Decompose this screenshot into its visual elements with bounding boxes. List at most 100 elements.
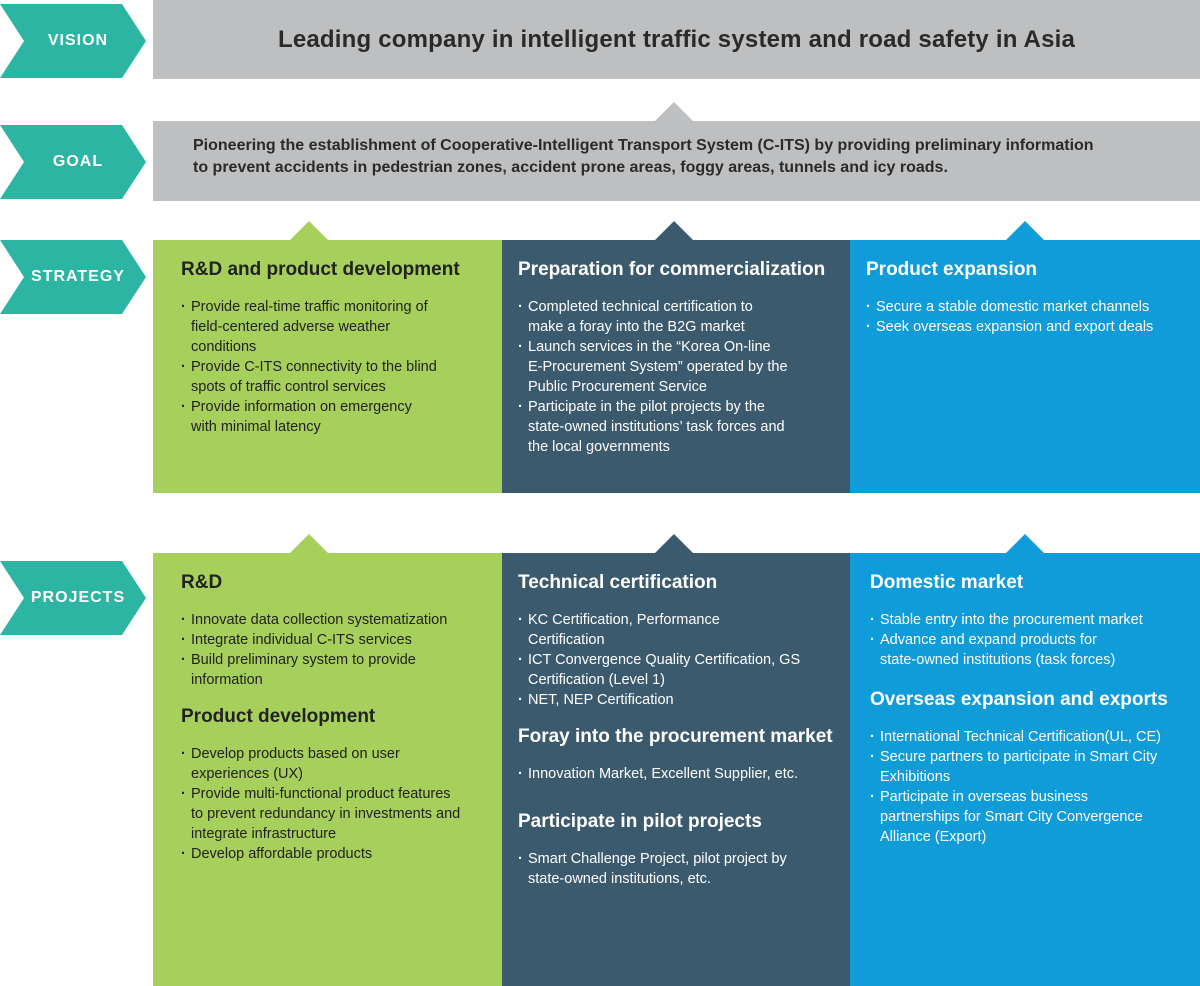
bullet-line: Innovation Market, Excellent Supplier, e… bbox=[528, 766, 799, 782]
bullet-line: state-owned institutions, etc. bbox=[528, 871, 711, 887]
bullet-item: Provide information on emergency with min… bbox=[181, 397, 486, 437]
bullet-item: Provide multi-functional product feature… bbox=[181, 784, 490, 844]
bullet-line: KC Certification, Performance bbox=[528, 612, 720, 628]
strategy-panel-commercialization: Preparation for commercializationComplet… bbox=[502, 240, 850, 493]
bullet-item: Develop affordable products bbox=[181, 844, 490, 864]
bullet-item: Innovate data collection systematization bbox=[181, 610, 490, 630]
bullet-line: Provide information on emergency bbox=[191, 399, 412, 415]
projects-pointer-blue bbox=[1006, 534, 1044, 553]
bullet-line: Develop affordable products bbox=[191, 846, 373, 862]
bullet-line: Develop products based on user bbox=[191, 746, 400, 762]
goal-line-1: Pioneering the establishment of Cooperat… bbox=[193, 137, 1094, 154]
bullet-item: Launch services in the “Korea On-lineE-P… bbox=[518, 337, 840, 397]
bullet-list: Completed technical certification to make… bbox=[518, 297, 840, 457]
bullet-item: Provide C-ITS connectivity to the blind s… bbox=[181, 357, 486, 397]
bullet-line: Seek overseas expansion and export deals bbox=[876, 319, 1154, 335]
strategy-pointer-slate bbox=[655, 221, 693, 240]
goal-statement: Pioneering the establishment of Cooperat… bbox=[153, 121, 1200, 179]
strategy-pointer-green bbox=[290, 221, 328, 240]
bullet-list: Smart Challenge Project, pilot project b… bbox=[518, 849, 840, 889]
bullet-line: state-owned institutions (task forces) bbox=[880, 652, 1116, 668]
bullet-line: Secure a stable domestic market channels bbox=[876, 299, 1150, 315]
strategy-label: STRATEGY bbox=[0, 240, 146, 314]
bullet-line: International Technical Certification(UL… bbox=[880, 729, 1162, 745]
bullet-line: the local governments bbox=[528, 439, 670, 455]
strategy-panel-rnd: R&D and product developmentProvide real-… bbox=[153, 240, 502, 493]
bullet-line: field-centered adverse weather bbox=[191, 319, 391, 335]
bullet-line: partnerships for Smart City Convergence bbox=[880, 809, 1143, 825]
bullet-line: conditions bbox=[191, 339, 257, 355]
bullet-item: Participate in overseas business partners… bbox=[870, 787, 1190, 847]
bullet-item: Secure a stable domestic market channels bbox=[866, 297, 1190, 317]
bullet-line: Completed technical certification to bbox=[528, 299, 753, 315]
bullet-line: E-Procurement System” operated by the bbox=[528, 359, 788, 375]
bullet-item: NET, NEP Certification bbox=[518, 690, 840, 710]
bullet-line: Integrate individual C-ITS services bbox=[191, 632, 412, 648]
vision-statement: Leading company in intelligent traffic s… bbox=[277, 25, 1076, 53]
bullet-item: Develop products based on userexperience… bbox=[181, 744, 490, 784]
bullet-item: Advance and expand products forstate-own… bbox=[870, 630, 1190, 670]
bullet-line: Provide C-ITS connectivity to the blind bbox=[191, 359, 437, 375]
strategy-pointer-blue bbox=[1006, 221, 1044, 240]
bullet-item: Participate in the pilot projects by the… bbox=[518, 397, 840, 457]
bullet-line: Alliance (Export) bbox=[880, 829, 987, 845]
bullet-list: International Technical Certification(UL… bbox=[870, 727, 1190, 847]
bullet-line: Stable entry into the procurement market bbox=[880, 612, 1143, 628]
section-title: R&D bbox=[181, 572, 223, 593]
projects-panel-markets: Domestic marketStable entry into the pro… bbox=[850, 553, 1200, 986]
goal-line-2: to prevent accidents in pedestrian zones… bbox=[193, 159, 948, 176]
bullet-item: Smart Challenge Project, pilot project b… bbox=[518, 849, 840, 889]
strategy-panel-expansion: Product expansionSecure a stable domesti… bbox=[850, 240, 1200, 493]
bullet-line: Innovate data collection systematization bbox=[191, 612, 448, 628]
bullet-line: state-owned institutions’ task forces an… bbox=[528, 419, 785, 435]
bullet-item: Provide real-time traffic monitoring off… bbox=[181, 297, 486, 357]
section-title: Preparation for commercialization bbox=[518, 259, 826, 280]
section-title: Product development bbox=[181, 706, 376, 727]
projects-label: PROJECTS bbox=[0, 561, 146, 635]
bullet-line: Secure partners to participate in Smart … bbox=[880, 749, 1158, 765]
section-title: Technical certification bbox=[518, 572, 718, 593]
bullet-item: Completed technical certification to make… bbox=[518, 297, 840, 337]
bullet-line: Certification bbox=[528, 632, 605, 648]
section-title: Overseas expansion and exports bbox=[870, 689, 1168, 710]
section-title: Domestic market bbox=[870, 572, 1024, 593]
bullet-line: Participate in the pilot projects by the bbox=[528, 399, 765, 415]
bullet-line: spots of traffic control services bbox=[191, 379, 386, 395]
bullet-line: Participate in overseas business bbox=[880, 789, 1088, 805]
vision-bar: Leading company in intelligent traffic s… bbox=[153, 0, 1200, 79]
bullet-line: Launch services in the “Korea On-line bbox=[528, 339, 771, 355]
projects-panel-certification: Technical certification KC Certification,… bbox=[502, 553, 850, 986]
bullet-line: Smart Challenge Project, pilot project b… bbox=[528, 851, 787, 867]
bullet-item: ICT Convergence Quality Certification, G… bbox=[518, 650, 840, 690]
bullet-item: Build preliminary system to provide infor… bbox=[181, 650, 490, 690]
bullet-list: Innovation Market, Excellent Supplier, e… bbox=[518, 764, 840, 784]
section-title: Participate in pilot projects bbox=[518, 811, 762, 832]
bullet-line: ICT Convergence Quality Certification, G… bbox=[528, 652, 801, 668]
bullet-list: Innovate data collection systematization… bbox=[181, 610, 490, 690]
bullet-item: International Technical Certification(UL… bbox=[870, 727, 1190, 747]
projects-panel-rnd: R&D Innovate data collection systematizat… bbox=[153, 553, 502, 986]
projects-pointer-green bbox=[290, 534, 328, 553]
bullet-line: with minimal latency bbox=[191, 419, 321, 435]
bullet-line: Public Procurement Service bbox=[528, 379, 707, 395]
bullet-line: make a foray into the B2G market bbox=[528, 319, 745, 335]
bullet-line: Provide multi-functional product feature… bbox=[191, 786, 451, 802]
bullet-item: Stable entry into the procurement market bbox=[870, 610, 1190, 630]
projects-pointer-slate bbox=[655, 534, 693, 553]
bullet-item: Secure partners to participate in Smart … bbox=[870, 747, 1190, 787]
bullet-item: Seek overseas expansion and export deals bbox=[866, 317, 1190, 337]
vision-label: VISION bbox=[0, 4, 146, 78]
bullet-line: NET, NEP Certification bbox=[528, 692, 674, 708]
bullet-line: Exhibitions bbox=[880, 769, 951, 785]
bullet-line: information bbox=[191, 672, 263, 688]
bullet-list: Secure a stable domestic market channels… bbox=[866, 297, 1190, 337]
bullet-list: KC Certification, PerformanceCertificati… bbox=[518, 610, 840, 710]
section-title: Foray into the procurement market bbox=[518, 726, 833, 747]
goal-pointer bbox=[655, 102, 693, 121]
bullet-line: Build preliminary system to provide bbox=[191, 652, 416, 668]
goal-label: GOAL bbox=[0, 125, 146, 199]
goal-bar: Pioneering the establishment of Cooperat… bbox=[153, 121, 1200, 201]
bullet-line: Certification (Level 1) bbox=[528, 672, 665, 688]
bullet-line: integrate infrastructure bbox=[191, 826, 337, 842]
bullet-item: KC Certification, PerformanceCertificati… bbox=[518, 610, 840, 650]
